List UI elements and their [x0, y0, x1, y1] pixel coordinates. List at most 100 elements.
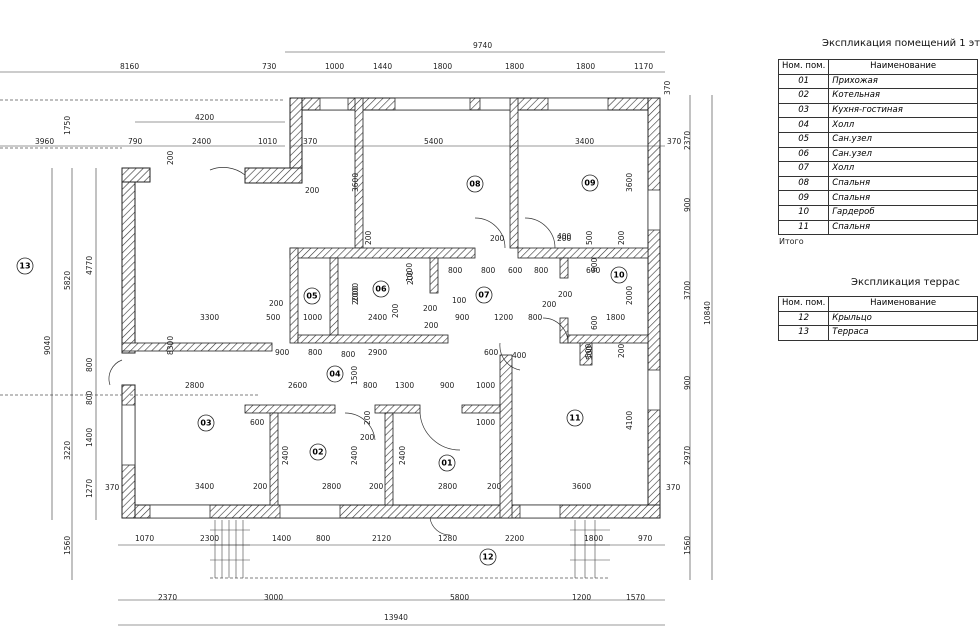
svg-text:200: 200 [557, 234, 572, 243]
svg-text:200: 200 [305, 186, 320, 195]
svg-text:200: 200 [490, 234, 505, 243]
dim-room-5400: 5400 [424, 137, 443, 146]
dim-row2: 3960 [35, 137, 54, 146]
room-label-10: 10 [610, 266, 628, 284]
room-label-03: 03 [197, 414, 215, 432]
door-swings [108, 167, 569, 536]
room-label-13: 13 [16, 257, 34, 275]
svg-text:200: 200 [423, 304, 438, 313]
svg-text:1200: 1200 [572, 593, 591, 602]
svg-text:1560: 1560 [63, 536, 72, 555]
svg-text:2400: 2400 [368, 313, 387, 322]
svg-text:1800: 1800 [584, 534, 603, 543]
svg-text:2000: 2000 [351, 286, 360, 305]
svg-text:8300: 8300 [166, 336, 175, 355]
svg-text:12: 12 [482, 553, 493, 562]
svg-text:1270: 1270 [85, 479, 94, 498]
svg-text:01: 01 [441, 459, 453, 468]
svg-text:200: 200 [487, 482, 502, 491]
svg-text:2800: 2800 [438, 482, 457, 491]
svg-text:05: 05 [306, 292, 318, 301]
svg-text:200: 200 [391, 303, 400, 318]
svg-text:200: 200 [369, 482, 384, 491]
svg-text:3600: 3600 [351, 173, 360, 192]
svg-text:200: 200 [363, 410, 372, 425]
col-name-header: Наименование [828, 296, 978, 312]
room-label-07: 07 [475, 286, 493, 304]
svg-text:07: 07 [478, 291, 489, 300]
svg-text:800: 800 [308, 348, 323, 357]
dim-top-seg: 1440 [373, 62, 392, 71]
svg-text:600: 600 [250, 418, 265, 427]
svg-text:800: 800 [316, 534, 331, 543]
svg-text:2000: 2000 [351, 283, 360, 302]
svg-text:2400: 2400 [281, 446, 290, 465]
room-label-12: 12 [479, 548, 497, 566]
svg-text:4770: 4770 [85, 256, 94, 275]
dim-top-730: 730 [262, 62, 277, 71]
svg-text:1750: 1750 [63, 116, 72, 135]
top-dimensions: 9740 8160 730 1000 1440 1800 1800 1800 1… [35, 41, 682, 146]
room-label-01: 01 [438, 454, 456, 472]
dim-row2: 1010 [258, 137, 277, 146]
floor-plan: 9740 8160 730 1000 1440 1800 1800 1800 1… [0, 41, 713, 626]
svg-text:200: 200 [269, 299, 284, 308]
svg-text:02: 02 [312, 448, 323, 457]
room-labels: 01 02 03 04 05 06 07 08 09 10 11 12 13 [16, 174, 628, 566]
dim-top-left: 8160 [120, 62, 139, 71]
svg-text:100: 100 [452, 296, 467, 305]
svg-text:1000: 1000 [303, 313, 322, 322]
dim-bottom-total: 13940 [384, 613, 408, 622]
svg-text:09: 09 [584, 179, 596, 188]
rooms-table-total: Итого [779, 237, 804, 246]
svg-text:2800: 2800 [185, 381, 204, 390]
interior-dimensions: 200 3600 3600 200 200 200 200 200 1000 2… [166, 150, 634, 491]
svg-text:370: 370 [666, 483, 681, 492]
dim-top-4200: 4200 [195, 113, 214, 122]
terrace-outline [0, 99, 610, 579]
svg-text:03: 03 [200, 419, 211, 428]
svg-text:900: 900 [440, 381, 455, 390]
dim-room-3400: 3400 [575, 137, 594, 146]
dim-right-370: 370 [667, 137, 682, 146]
dim-top-seg: 1800 [505, 62, 524, 71]
terrace-table-header: Ном. пом. Наименование [777, 296, 978, 312]
porch-steps [210, 520, 610, 578]
terrace-table-title: Экспликация террас [851, 277, 960, 288]
windows [121, 97, 661, 519]
svg-text:900: 900 [683, 375, 692, 390]
svg-text:370: 370 [663, 80, 672, 95]
dim-top-seg: 1170 [634, 62, 653, 71]
svg-text:1200: 1200 [494, 313, 513, 322]
svg-text:2370: 2370 [683, 131, 692, 150]
svg-text:04: 04 [329, 370, 341, 379]
svg-text:3600: 3600 [625, 173, 634, 192]
svg-text:08: 08 [469, 180, 481, 189]
svg-text:1000: 1000 [405, 263, 414, 282]
dim-top-seg: 1800 [576, 62, 595, 71]
dim-row2: 370 [303, 137, 318, 146]
room-label-04: 04 [326, 365, 344, 383]
dim-top-total: 9740 [473, 41, 492, 50]
room-label-02: 02 [309, 443, 327, 461]
svg-text:1300: 1300 [395, 381, 414, 390]
svg-text:600: 600 [484, 348, 499, 357]
svg-text:1400: 1400 [272, 534, 291, 543]
svg-text:800: 800 [341, 350, 356, 359]
svg-text:2900: 2900 [368, 348, 387, 357]
svg-text:1280: 1280 [438, 534, 457, 543]
svg-text:600: 600 [590, 315, 599, 330]
dim-row2: 2400 [192, 137, 211, 146]
svg-text:900: 900 [683, 197, 692, 212]
svg-text:2300: 2300 [200, 534, 219, 543]
svg-text:1570: 1570 [626, 593, 645, 602]
svg-text:200: 200 [424, 321, 439, 330]
